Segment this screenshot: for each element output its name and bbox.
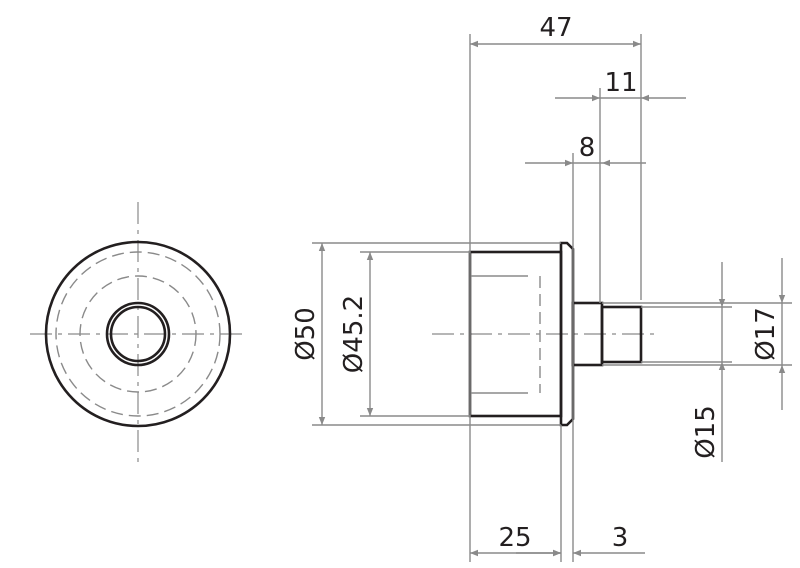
label-3: 3 <box>612 523 629 553</box>
label-diameter-15: Ø15 <box>691 405 721 459</box>
side-view <box>432 241 660 427</box>
shaft-circle-outer <box>105 301 171 367</box>
end-view <box>30 202 248 468</box>
dimension-lines <box>318 40 786 557</box>
label-diameter-17: Ø17 <box>751 307 781 361</box>
hidden-circle-outer <box>55 251 221 417</box>
shaft-circle-inner <box>109 305 167 363</box>
extension-lines <box>312 34 792 562</box>
shaft-tip <box>600 305 643 364</box>
label-diameter-45-2: Ø45.2 <box>339 295 369 373</box>
dimension-labels: 47 11 8 Ø50 Ø45.2 Ø17 Ø15 25 3 <box>291 13 781 553</box>
hidden-circle-inner <box>79 275 197 393</box>
label-25: 25 <box>498 523 531 553</box>
label-11: 11 <box>604 68 637 98</box>
label-47: 47 <box>539 13 572 43</box>
label-8: 8 <box>579 133 596 163</box>
outer-circle <box>44 240 232 428</box>
label-diameter-50: Ø50 <box>291 307 321 361</box>
